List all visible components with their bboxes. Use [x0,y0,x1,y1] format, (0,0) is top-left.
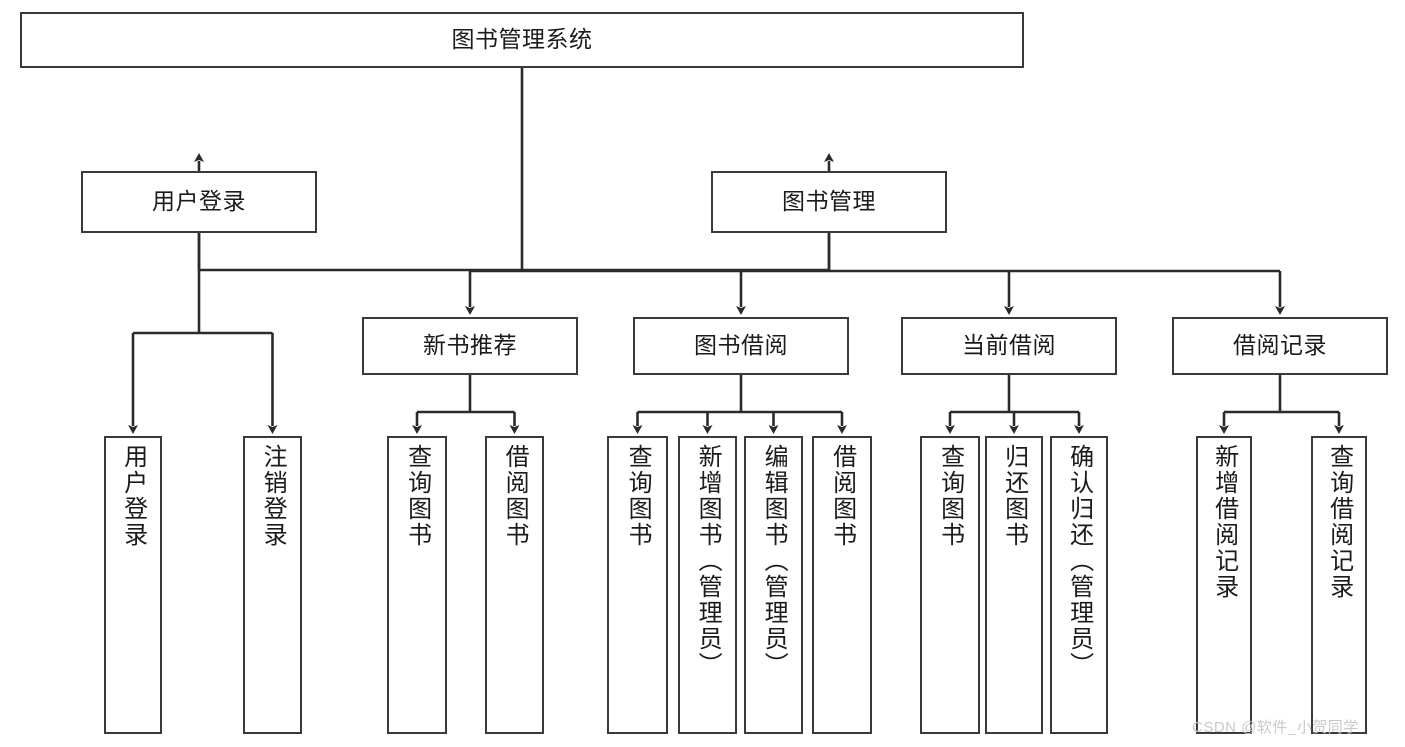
node-leaf-user-login: 用户登录 [104,436,162,734]
csdn-watermark: CSDN @软件_小贺同学 [1192,719,1359,736]
node-leaf-cur-query-book: 查询图书 [920,436,980,734]
node-label: 查询图书 [936,444,964,548]
node-label: 查询图书 [624,444,652,548]
node-label: 新增借阅记录 [1210,444,1238,600]
node-label: 借阅图书 [828,444,856,548]
node-leaf-cur-confirm: 确认归还（管理员） [1050,436,1108,734]
node-leaf-cur-return-book: 归还图书 [985,436,1043,734]
node-root: 图书管理系统 [20,12,1024,68]
node-leaf-bor-borrow-book: 借阅图书 [812,436,872,734]
node-book-manage: 图书管理 [711,171,947,233]
node-label: 图书管理系统 [451,26,593,53]
node-borrow-record: 借阅记录 [1172,317,1388,375]
node-user-login: 用户登录 [81,171,317,233]
node-leaf-rec-add-record: 新增借阅记录 [1196,436,1252,734]
node-label: 用户登录 [152,188,246,215]
node-label: 借阅记录 [1233,332,1327,359]
node-leaf-bor-query-book: 查询图书 [607,436,668,734]
node-label: 图书管理 [782,188,876,215]
node-current-borrow: 当前借阅 [901,317,1117,375]
node-leaf-bor-edit-book: 编辑图书（管理员） [744,436,803,734]
node-leaf-bor-add-book: 新增图书（管理员） [678,436,737,734]
node-label: 查询图书 [403,444,431,548]
node-label: 用户登录 [119,444,147,548]
node-label: 新增图书（管理员） [694,444,722,678]
node-label: 编辑图书（管理员） [760,444,788,678]
node-leaf-rec-borrow-book: 借阅图书 [485,436,544,734]
node-leaf-rec-query-book: 查询图书 [387,436,447,734]
node-leaf-rec-query-record: 查询借阅记录 [1311,436,1367,734]
node-label: 新书推荐 [423,332,517,359]
node-label: 确认归还（管理员） [1065,444,1093,678]
node-label: 图书借阅 [694,332,788,359]
node-label: 归还图书 [1000,444,1028,548]
node-new-book-rec: 新书推荐 [362,317,578,375]
node-label: 查询借阅记录 [1325,444,1353,600]
node-book-borrow: 图书借阅 [633,317,849,375]
node-leaf-user-logout: 注销登录 [243,436,302,734]
node-label: 注销登录 [259,444,287,548]
node-label: 借阅图书 [501,444,529,548]
node-label: 当前借阅 [962,332,1056,359]
